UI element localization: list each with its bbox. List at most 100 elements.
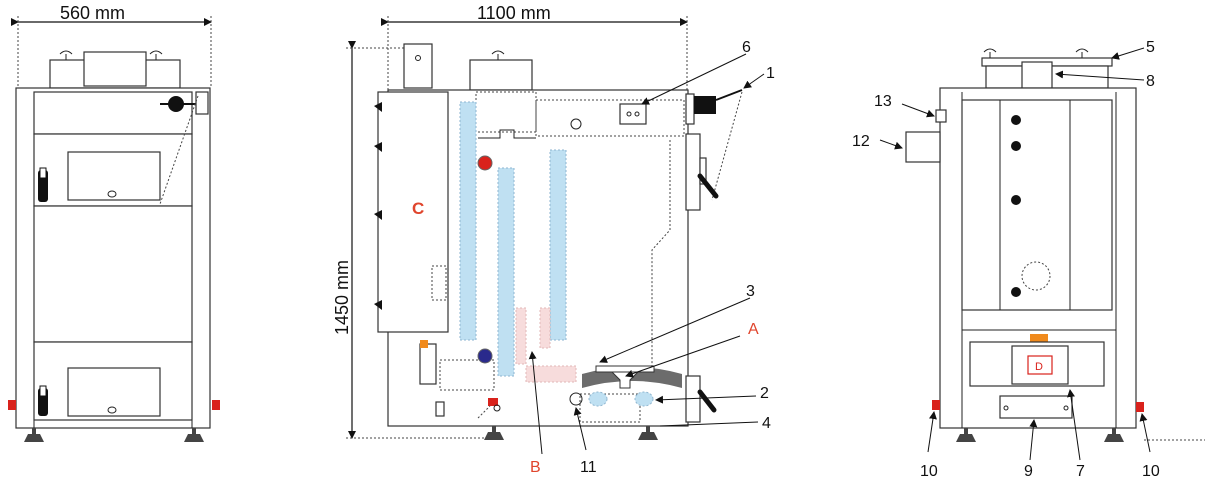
rear-wing-nut-right bbox=[1075, 48, 1089, 58]
side-wing-nut bbox=[491, 50, 505, 60]
front-wing-nut-right bbox=[149, 50, 163, 60]
side-regulator-chain bbox=[711, 91, 743, 201]
cleaning-port bbox=[569, 392, 583, 406]
front-regulator-chain bbox=[159, 95, 199, 205]
front-regulator-bracket bbox=[195, 91, 209, 115]
label-1: 1 bbox=[766, 65, 775, 82]
side-drain-valve-knob bbox=[493, 404, 501, 412]
label-5: 5 bbox=[1146, 39, 1155, 56]
leader-4 bbox=[659, 421, 759, 427]
front-drain-tap-right bbox=[212, 400, 220, 410]
leader-5 bbox=[1111, 47, 1145, 60]
rear-view: D 5 8 13 12 7 9 10 10 bbox=[852, 39, 1205, 480]
flue-channel-vertical-left bbox=[515, 307, 527, 365]
label-6: 6 bbox=[742, 39, 751, 56]
label-10-right: 10 bbox=[1142, 463, 1160, 480]
rear-ash-tray-screw-right bbox=[1063, 405, 1069, 411]
rear-wing-nut-left bbox=[983, 48, 997, 58]
depth-dimension-label: 1100 mm bbox=[477, 3, 551, 23]
rear-indicator bbox=[1030, 334, 1048, 342]
front-drain-tap-left bbox=[8, 400, 16, 410]
water-jacket-channel-right bbox=[549, 149, 567, 341]
rear-drain-tap-left bbox=[932, 400, 940, 410]
label-3: 3 bbox=[746, 283, 755, 300]
flue-channel-vertical-right bbox=[539, 307, 551, 349]
label-A: A bbox=[748, 321, 759, 338]
front-ash-door-window bbox=[67, 367, 161, 417]
front-foot-right bbox=[184, 428, 204, 442]
front-foot-left bbox=[24, 428, 44, 442]
leader-6 bbox=[641, 53, 747, 105]
side-flue-outlet bbox=[403, 43, 433, 89]
leader-7 bbox=[1067, 389, 1081, 461]
side-drain-pipe bbox=[477, 405, 491, 419]
leader-13 bbox=[901, 103, 935, 118]
side-top-collar bbox=[469, 59, 533, 91]
width-dimension-label: 560 mm bbox=[60, 3, 125, 23]
rear-bolt-1 bbox=[1011, 115, 1021, 125]
side-loading-door-handle bbox=[697, 173, 719, 199]
front-ash-handle-cap bbox=[39, 385, 47, 397]
leader-10-right bbox=[1139, 413, 1151, 453]
front-door-knob bbox=[107, 190, 117, 198]
water-jacket-channel-middle bbox=[497, 167, 515, 377]
side-clip-2 bbox=[374, 142, 382, 152]
rear-bolt-4 bbox=[1011, 287, 1021, 297]
side-flue-bolt bbox=[415, 55, 421, 61]
front-flue-box bbox=[83, 51, 147, 87]
air-port-left bbox=[588, 391, 608, 407]
side-inner-ash-box bbox=[439, 359, 495, 391]
side-fan-indicator bbox=[420, 340, 428, 348]
front-wing-nut-left bbox=[59, 50, 73, 60]
front-loading-door-window bbox=[67, 151, 161, 201]
rear-burner-box bbox=[1011, 345, 1069, 385]
side-regulator-arm bbox=[715, 89, 743, 101]
rear-back-panel bbox=[961, 99, 1113, 311]
side-regulator-bracket bbox=[685, 93, 695, 125]
hot-water-outlet bbox=[477, 155, 493, 171]
leader-8 bbox=[1055, 70, 1145, 81]
side-fan-motor bbox=[419, 343, 437, 385]
leader-3 bbox=[599, 297, 751, 363]
air-port-right bbox=[634, 391, 654, 407]
side-drain-fitting bbox=[435, 401, 445, 417]
side-loading-door-hinge bbox=[699, 157, 707, 185]
rear-bolt-3 bbox=[1011, 195, 1021, 205]
rear-sensor-sleeve bbox=[935, 109, 947, 123]
thermostat-box bbox=[619, 103, 647, 125]
side-fill-hatch bbox=[478, 129, 536, 139]
label-11: 11 bbox=[580, 459, 597, 476]
leader-10-left bbox=[927, 411, 937, 453]
label-C: C bbox=[412, 199, 424, 218]
flue-channel-horizontal bbox=[525, 365, 577, 383]
rear-ash-tray-screw-left bbox=[1003, 405, 1009, 411]
rear-flue-box bbox=[1021, 61, 1053, 89]
side-loading-door bbox=[685, 133, 701, 211]
rear-D-box bbox=[1027, 355, 1053, 375]
leader-B bbox=[528, 351, 543, 455]
label-10-left: 10 bbox=[920, 463, 938, 480]
label-12: 12 bbox=[852, 133, 870, 150]
side-clip-4 bbox=[374, 300, 382, 310]
front-middle-panel bbox=[33, 205, 193, 343]
height-dimension-label: 1450 mm bbox=[332, 260, 352, 335]
side-foot-left bbox=[484, 426, 504, 440]
leader-11 bbox=[573, 407, 587, 451]
side-clip-1 bbox=[374, 102, 382, 112]
rear-ash-tray bbox=[999, 395, 1073, 419]
rear-bolt-2 bbox=[1011, 141, 1021, 151]
front-door-handle-cap bbox=[39, 167, 47, 179]
side-inner-top-chamber bbox=[535, 99, 685, 137]
side-sensor-port bbox=[570, 118, 582, 130]
label-8: 8 bbox=[1146, 73, 1155, 90]
label-B: B bbox=[530, 459, 541, 476]
rear-inspection-port bbox=[1021, 261, 1051, 291]
side-foot-right bbox=[638, 426, 658, 440]
label-2: 2 bbox=[760, 385, 769, 402]
label-4: 4 bbox=[762, 415, 771, 432]
water-jacket-channel-left bbox=[459, 101, 477, 341]
front-view: 560 mm bbox=[8, 3, 220, 442]
rear-foot-left bbox=[956, 428, 976, 442]
